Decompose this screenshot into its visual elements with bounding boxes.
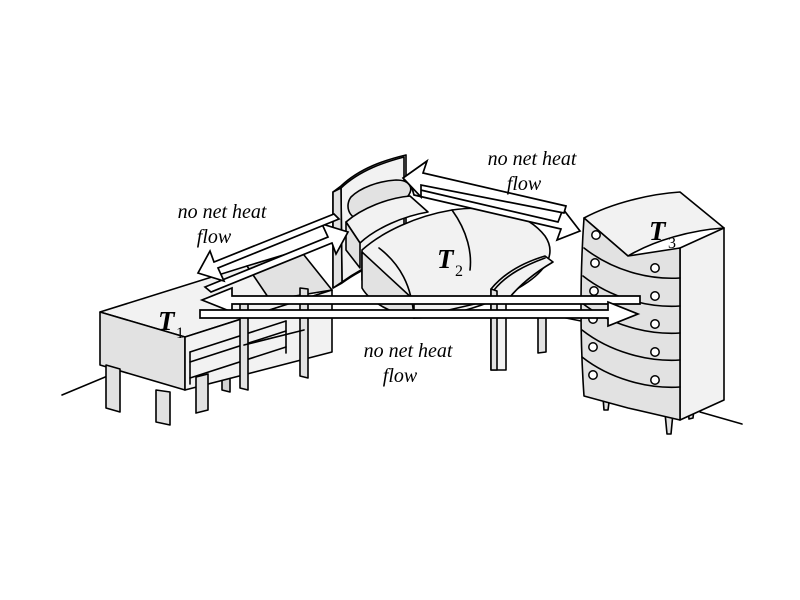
arrow-dresser-to-bed xyxy=(401,158,568,214)
dresser-drawer-line-4 xyxy=(581,329,681,362)
temperature-label-t3: T xyxy=(649,216,667,246)
temperature-label-t2: T xyxy=(437,244,455,274)
arrow-group-desk-bed xyxy=(196,213,350,293)
desk-leg-front-far-right xyxy=(195,373,209,414)
temperature-subscript-t2: 2 xyxy=(455,263,463,280)
flow-label-desk-dresser: no net heat flow xyxy=(364,340,453,387)
flow-label-desk-bed: no net heat flow xyxy=(178,201,267,248)
temperature-subscript-t3: 3 xyxy=(668,235,676,252)
arrow-desk-to-dresser xyxy=(199,300,641,328)
bed-footboard-leg xyxy=(537,313,547,354)
bed-footboard-inner-edge xyxy=(493,257,546,291)
dresser-drawer-line-5 xyxy=(581,356,681,389)
dresser-knob-left-2[interactable] xyxy=(590,258,600,268)
dresser-knob-right-5[interactable] xyxy=(650,375,660,385)
dresser-knob-left-6[interactable] xyxy=(588,370,598,380)
dresser-object: T 3 xyxy=(580,191,725,435)
dresser-knob-right-4[interactable] xyxy=(650,347,660,357)
bed-sheet-fold-side xyxy=(345,221,361,269)
dresser-knob-right-1[interactable] xyxy=(650,263,660,273)
dresser-knob-right-3[interactable] xyxy=(650,319,660,329)
ground-line-right xyxy=(699,411,743,425)
dresser-knob-left-5[interactable] xyxy=(588,342,598,352)
arrow-bed-to-dresser xyxy=(410,186,582,242)
desk-drawer-line-1 xyxy=(189,320,287,353)
dresser-right-side-panel xyxy=(679,227,725,421)
bed-sheet-fold xyxy=(345,195,429,244)
temperature-label-t1: T xyxy=(158,306,176,336)
arrow-group-bed-dresser xyxy=(401,158,582,242)
dresser-knob-left-1[interactable] xyxy=(591,230,601,240)
flow-label-bed-dresser-line2: flow xyxy=(507,173,542,195)
bed-crease-2 xyxy=(451,209,472,271)
arrow-dresser-to-desk xyxy=(199,286,641,314)
desk-drawer-line-2 xyxy=(189,330,287,363)
desk-extension-rail xyxy=(243,329,305,346)
desk-leg-front-right xyxy=(155,389,171,426)
bed-crease-1 xyxy=(378,247,415,319)
desk-leg-front-left xyxy=(105,364,121,413)
temperature-subscript-t1: 1 xyxy=(176,325,184,342)
flow-label-bed-dresser-line1: no net heat xyxy=(488,148,577,170)
dresser-knob-right-2[interactable] xyxy=(650,291,660,301)
desk-drawer-line-3 xyxy=(189,346,287,379)
flow-label-desk-dresser-line2: flow xyxy=(383,365,418,387)
dresser-drawer-line-1 xyxy=(583,247,681,280)
arrow-group-desk-dresser xyxy=(199,286,641,328)
dresser-knob-left-3[interactable] xyxy=(589,286,599,296)
flow-label-desk-dresser-line1: no net heat xyxy=(364,340,453,362)
flow-label-desk-bed-line1: no net heat xyxy=(178,201,267,223)
arrow-desk-to-bed xyxy=(203,222,350,293)
arrow-bed-to-desk xyxy=(196,213,341,283)
flow-label-desk-bed-line2: flow xyxy=(197,226,232,248)
flow-label-bed-dresser: no net heat flow xyxy=(488,148,577,195)
